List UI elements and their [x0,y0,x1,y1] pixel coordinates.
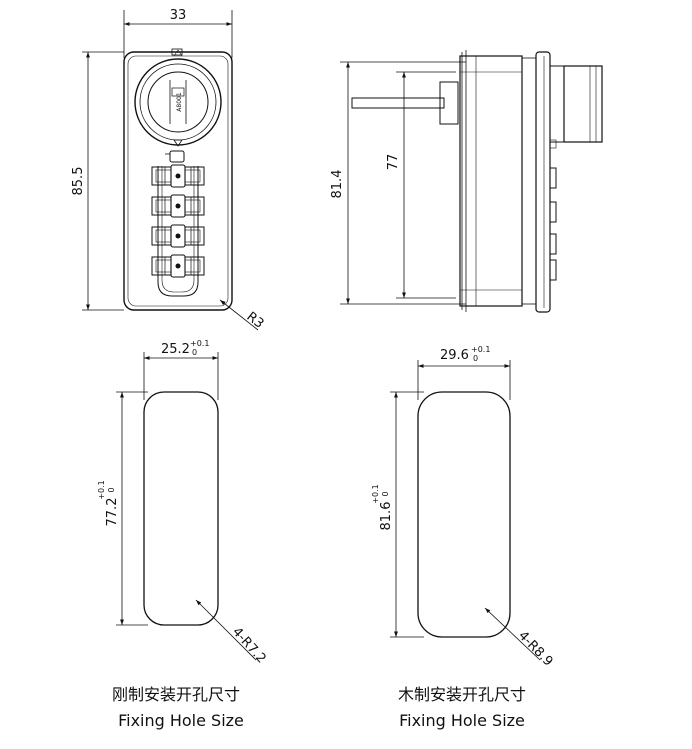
front-view [82,10,233,311]
wood-height-tol-upper: +0.1 [371,484,380,503]
wood-width-tol-upper: +0.1 [471,345,490,354]
wood-hole-drawing [390,360,541,661]
side-inner-height-label: 77 [386,154,401,171]
wood-radius-leader [484,607,541,661]
wood-width-label: 29.6 [440,348,469,363]
steel-height-label: 77.2 [105,498,120,527]
steel-hole-outline [143,391,219,626]
front-width-label: 33 [170,8,187,23]
side-dial-knob [549,65,565,143]
side-wheels [550,167,557,281]
side-wheel-ridge [550,201,557,223]
combination-wheel [151,254,205,278]
wood-width-tol-lower: 0 [473,354,478,363]
wood-height-tol-lower: 0 [381,491,390,496]
wood-hole-outline [417,391,511,638]
steel-caption-cn: 刚制安装开孔尺寸 [112,685,240,704]
steel-height-tol-lower: 0 [107,487,116,492]
side-housing [459,55,523,307]
dial-code-label: A8001 [176,92,183,112]
steel-radius-label: 4-R7.2 [229,625,269,667]
dial-inner [147,71,209,133]
side-front-plate [535,51,551,313]
side-rod [351,97,445,109]
dial-outer [134,58,222,146]
front-radius-label: R3 [244,309,267,331]
side-wheel-ridge [550,233,557,255]
shackle-loop [157,166,199,297]
steel-width-label: 25.2 [161,342,190,357]
wood-height-label: 81.6 [379,502,394,531]
combination-wheel [151,194,205,218]
steel-caption-en: Fixing Hole Size [118,711,244,730]
lock-body [123,51,233,311]
combination-wheel [151,164,205,188]
r3-leader [219,299,259,331]
wood-radius-label: 4-R8.9 [515,628,555,669]
steel-height-tol-upper: +0.1 [97,480,106,499]
steel-radius-leader [195,599,257,661]
side-wheel-ridge [550,167,557,189]
steel-width-tol-lower: 0 [192,348,197,357]
side-wheel-ridge [550,259,557,281]
side-view [340,50,603,313]
side-overall-height-label: 81.4 [330,170,345,199]
wood-caption-cn: 木制安装开孔尺寸 [398,685,526,704]
steel-hole-drawing [116,352,257,661]
combination-wheel [151,224,205,248]
steel-width-tol-upper: +0.1 [190,339,209,348]
combination-wheels [151,164,205,278]
front-height-label: 85.5 [71,167,86,196]
wood-caption-en: Fixing Hole Size [399,711,525,730]
